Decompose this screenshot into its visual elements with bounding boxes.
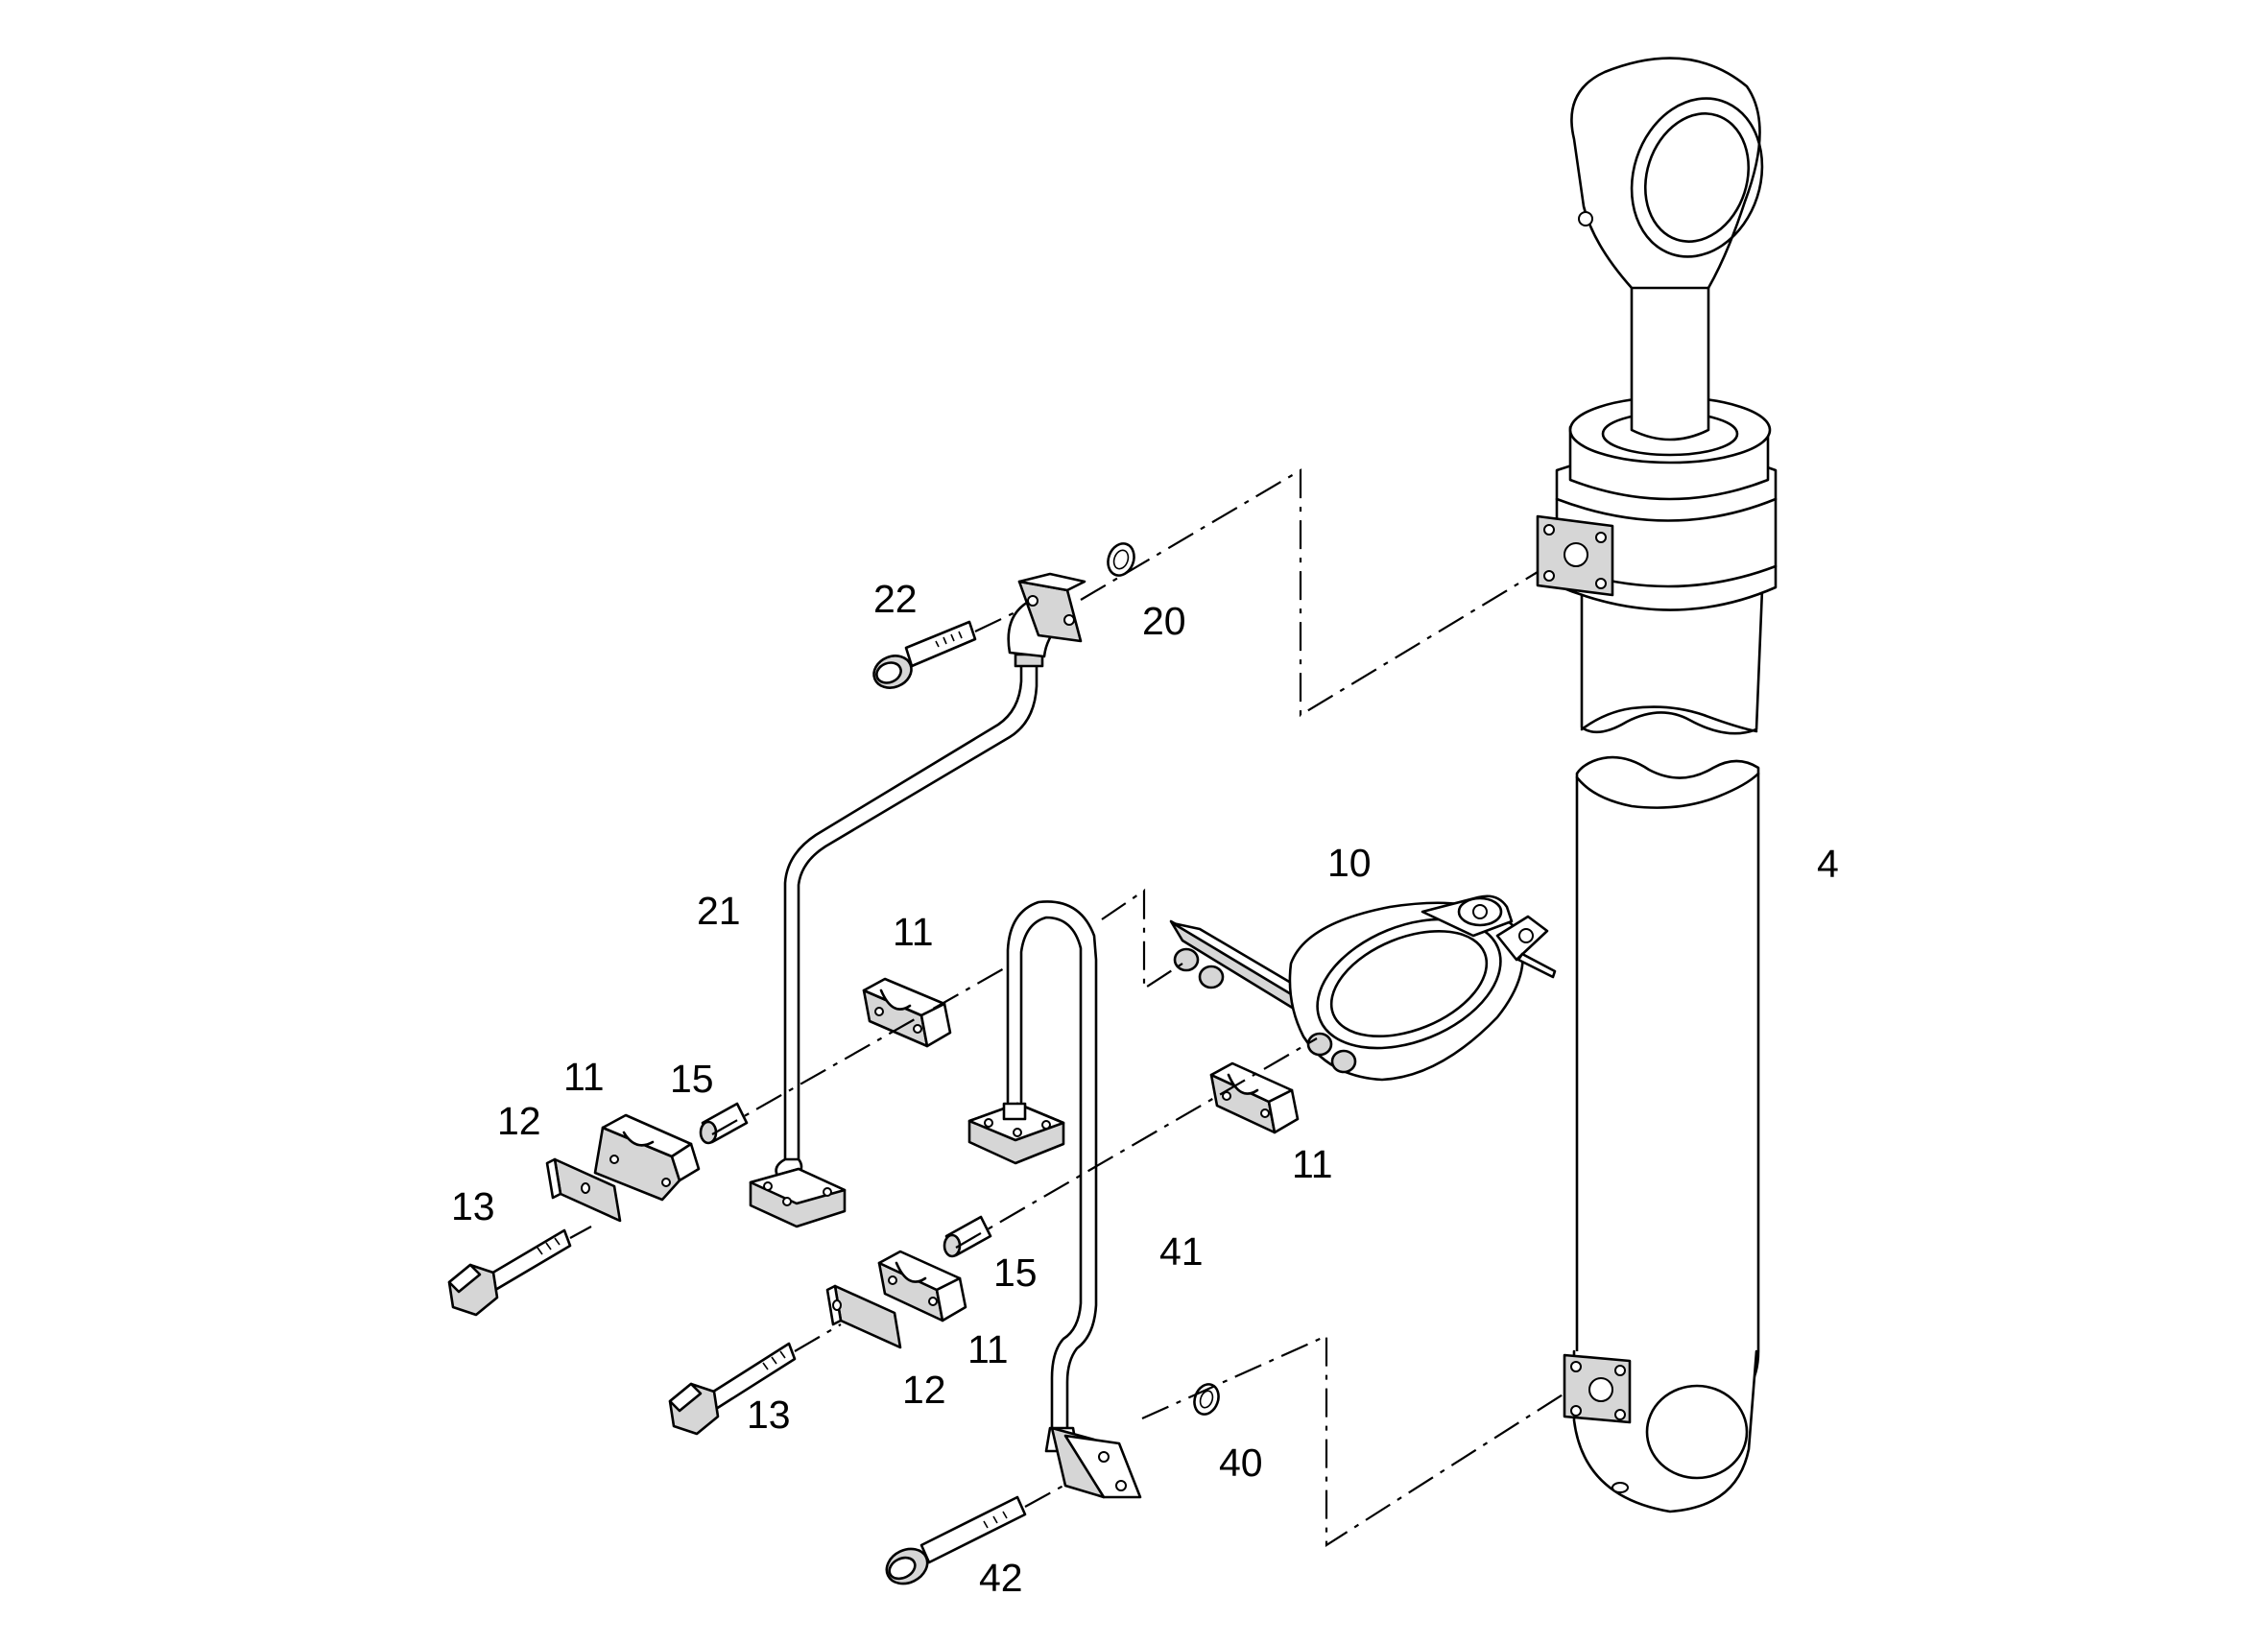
hydraulic-cylinder bbox=[1536, 57, 1778, 1513]
callout-21: 21 bbox=[697, 889, 741, 933]
callout-12-upper: 12 bbox=[497, 1099, 541, 1143]
callout-15-upper: 15 bbox=[670, 1057, 714, 1101]
cap-screw-42 bbox=[885, 1495, 1027, 1585]
hydraulic-pipe-21 bbox=[749, 572, 1086, 1228]
hydraulic-pipe-41 bbox=[967, 900, 1142, 1499]
callout-41: 41 bbox=[1159, 1229, 1204, 1274]
callout-11-left: 11 bbox=[563, 1055, 605, 1099]
clamp-half-11-left bbox=[593, 1113, 701, 1202]
callout-11-top: 11 bbox=[893, 910, 934, 954]
assembly-lines bbox=[569, 468, 1565, 1548]
callout-40: 40 bbox=[1219, 1441, 1263, 1485]
hex-bolt-13-lower bbox=[668, 1342, 797, 1436]
callout-11-right: 11 bbox=[1292, 1142, 1333, 1186]
o-ring-40 bbox=[1193, 1383, 1220, 1416]
plate-12-lower bbox=[825, 1284, 902, 1349]
callout-15-lower: 15 bbox=[993, 1251, 1038, 1295]
callout-12-lower: 12 bbox=[902, 1368, 946, 1412]
clamp-half-11-top bbox=[862, 977, 952, 1048]
cap-screw-22 bbox=[872, 620, 977, 689]
callout-20: 20 bbox=[1142, 599, 1186, 643]
callout-labels: 4 10 11 11 11 11 12 12 13 13 15 15 20 21… bbox=[451, 577, 1839, 1600]
clamp-half-11-lower bbox=[877, 1250, 967, 1322]
hex-bolt-13-upper bbox=[447, 1228, 572, 1317]
callout-11-lower: 11 bbox=[967, 1327, 1009, 1371]
callout-42: 42 bbox=[979, 1556, 1023, 1600]
sleeve-15-upper bbox=[699, 1102, 749, 1145]
sleeve-15-lower bbox=[943, 1215, 992, 1258]
clamp-half-11-right bbox=[1209, 1061, 1300, 1134]
callout-4: 4 bbox=[1817, 842, 1839, 886]
callout-13-lower: 13 bbox=[747, 1393, 791, 1437]
callout-22: 22 bbox=[873, 577, 918, 621]
callout-10: 10 bbox=[1327, 841, 1372, 885]
cylinder-clamp bbox=[1169, 894, 1557, 1082]
plate-12-upper bbox=[545, 1157, 622, 1223]
callout-13-upper: 13 bbox=[451, 1184, 495, 1228]
o-ring-20 bbox=[1107, 542, 1135, 577]
